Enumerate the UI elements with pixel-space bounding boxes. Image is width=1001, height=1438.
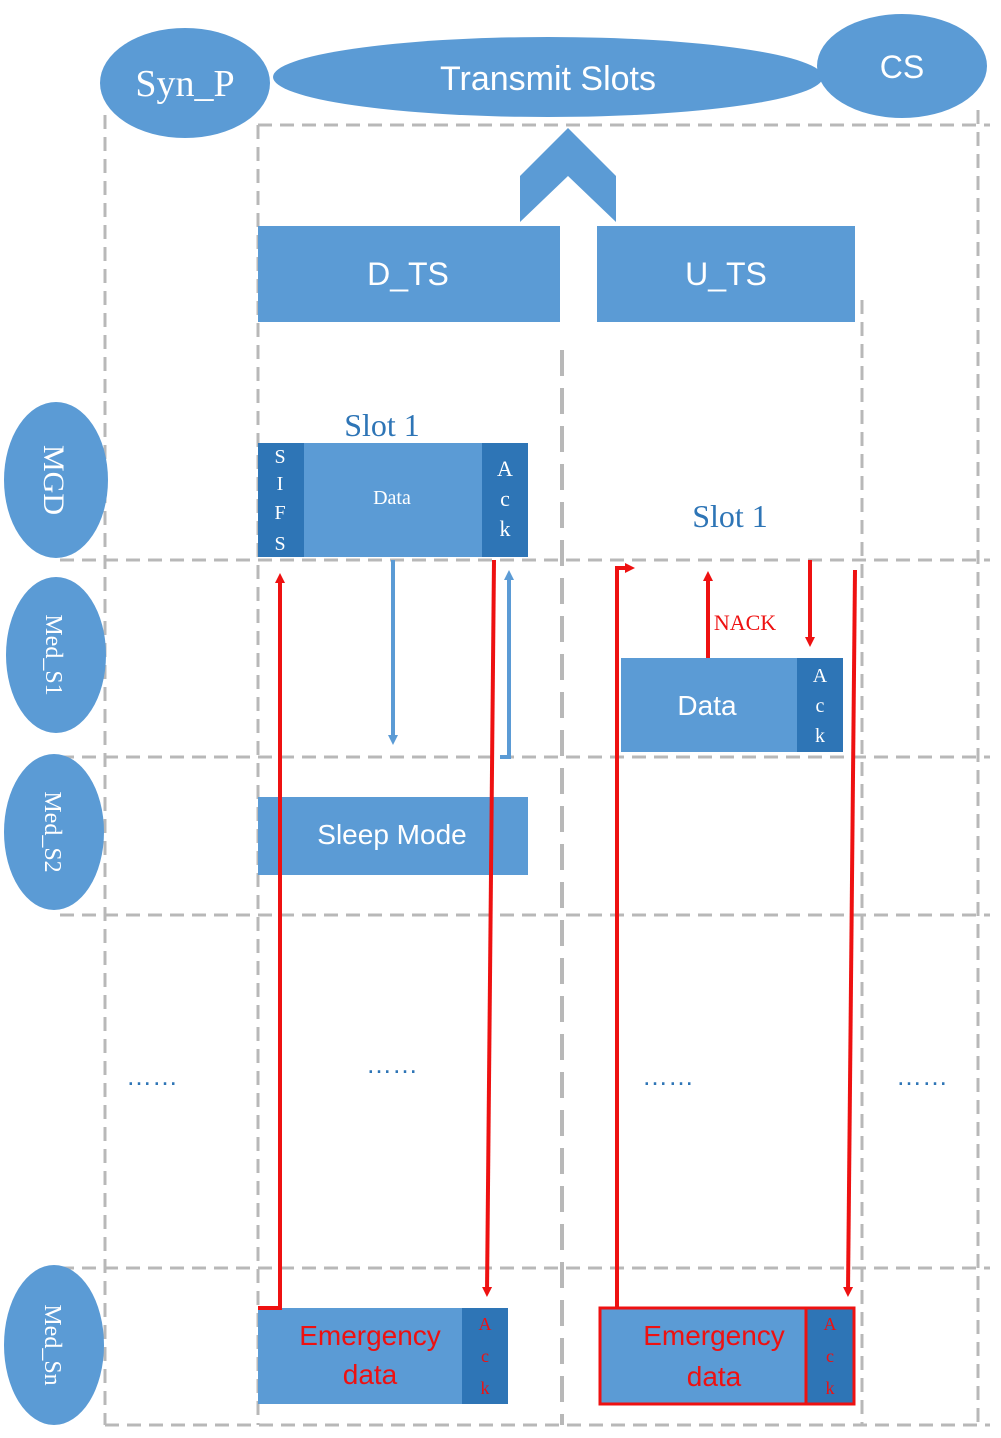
sleep-mode-label: Sleep Mode [317,819,466,850]
up-chevron-arrow [520,128,616,222]
sifs-letter: F [274,502,285,524]
dl-emergency-line2: data [343,1359,398,1390]
blue-arrow-up [500,570,514,759]
ul-ack-down-arrow [843,569,857,1297]
cs-ellipse [817,14,987,118]
sifs-letter: S [274,446,285,468]
ellipsis: …… [366,1049,418,1079]
ack-letter: c [481,1346,489,1366]
sifs-letter: I [277,473,284,495]
row-med-s2-label: Med_S2 [39,791,65,872]
sifs-cell [258,443,304,557]
ack-letter: k [500,516,511,541]
ellipsis: …… [896,1061,948,1091]
row-med-s1-label: Med_S1 [40,614,66,695]
sifs-letter: S [274,533,285,555]
ack-letter: A [497,456,513,481]
syn-p-label: Syn_P [135,63,234,105]
d-ts-box [258,226,560,322]
transmit-slots-label: Transmit Slots [440,60,656,98]
row-med-s2-ellipse [4,754,104,910]
downlink-slot-label: Slot 1 [344,407,420,443]
ellipsis: …… [642,1061,694,1091]
row-med-s1-ellipse [6,577,106,733]
mgd-ack-cell [482,443,528,557]
row-mgd-label: MGD [37,445,70,515]
ack-letter: A [824,1314,837,1334]
s1-data-cell [621,658,797,752]
grid-lines [60,110,990,1427]
mgd-data-label: Data [373,487,411,509]
nack-label: NACK [714,610,776,635]
ack-letter: c [826,1346,834,1366]
ack-letter: k [826,1378,835,1398]
dl-emergency-up-arrow [258,573,285,1310]
s1-data-label: Data [677,690,737,721]
ack-letter: c [816,695,825,717]
mgd-slot-frame: S I F S Data A c k [258,443,528,557]
ack-letter: k [815,725,825,747]
ack-letter: A [813,665,828,687]
transmit-slots-ellipse [273,37,823,117]
cs-label: CS [880,49,924,85]
row-med-sn-label: Med_Sn [39,1304,65,1385]
mgd-data-cell [304,443,482,557]
sleep-mode-box [258,797,528,875]
ul-emergency-ack-cell [804,1306,856,1406]
dl-emergency-line1: Emergency [299,1320,441,1351]
row-mgd-ellipse [4,402,108,558]
dl-ack-down-arrow [482,559,496,1297]
uplink-slot-label: Slot 1 [692,498,768,534]
ul-emergency-up-arrow [615,563,635,1308]
dl-emergency-ack-cell [462,1308,508,1404]
ack-letter: k [481,1378,490,1398]
ack-letter: c [500,486,510,511]
row-med-sn-ellipse [4,1265,104,1425]
ul-emergency-line2: data [687,1361,742,1392]
u-ts-box [597,226,855,322]
ack-letter: A [479,1314,492,1334]
dl-emergency-data-cell [258,1308,462,1404]
u-ts-label: U_TS [685,256,767,292]
ellipsis: …… [126,1061,178,1091]
ul-emergency-line1: Emergency [643,1320,785,1351]
syn-p-ellipse [100,28,270,138]
d-ts-label: D_TS [367,256,449,292]
s1-ack-cell [797,658,843,752]
